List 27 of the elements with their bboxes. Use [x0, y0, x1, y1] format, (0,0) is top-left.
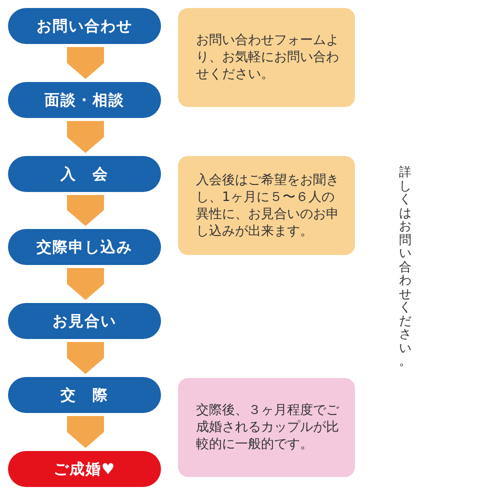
arrow [67, 416, 104, 448]
arrow [67, 121, 104, 153]
vertical-note: 詳しくはお問い合わせください。 [399, 166, 412, 370]
step-label: 交 際 [60, 386, 108, 404]
step-label: 入 会 [60, 165, 108, 183]
process-step [8, 377, 161, 413]
process-step [8, 451, 161, 487]
note-card [178, 156, 355, 255]
note-text: 入会後はご希望をお聞きし、1ヶ月に５〜６人の異性に、お見合いのお申し込みが出来ます。 [196, 172, 340, 240]
process-step [8, 229, 161, 265]
note-text: お問い合わせフォームより、お気軽にお問い合わせください。 [196, 32, 340, 83]
process-step [8, 156, 161, 192]
arrow [67, 195, 104, 226]
process-step [8, 82, 161, 118]
step-label: お問い合わせ [36, 17, 132, 35]
arrow [67, 342, 104, 374]
step-label: お見合い [52, 312, 116, 330]
step-label: ご成婚♥ [53, 460, 116, 478]
note-card [178, 378, 355, 477]
step-label: 面談・相談 [44, 91, 124, 109]
note-card [178, 8, 355, 107]
process-step [8, 8, 161, 44]
step-label: 交際申し込み [36, 238, 132, 256]
process-step [8, 303, 161, 339]
note-text: 交際後、３ヶ月程度でご成婚されるカップルが比較的に一般的です。 [196, 402, 340, 453]
arrow [67, 47, 104, 79]
arrow [67, 268, 104, 300]
